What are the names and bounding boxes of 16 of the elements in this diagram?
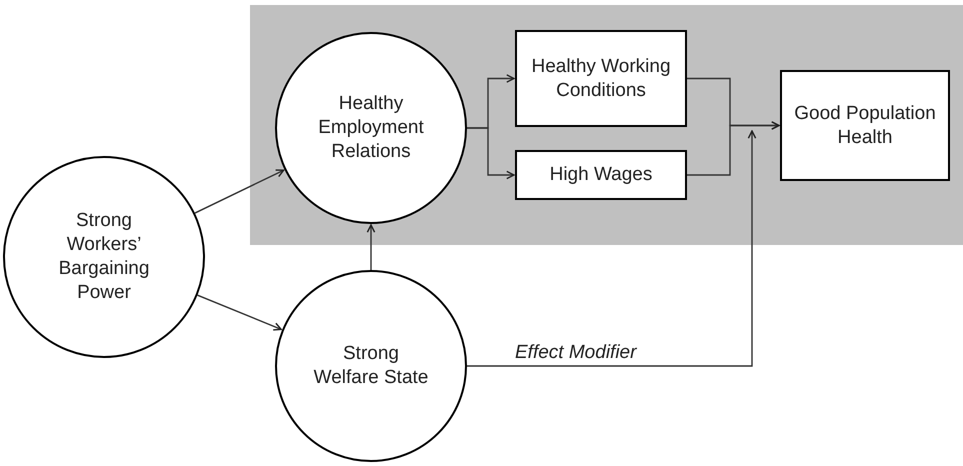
- process-box: [515, 30, 687, 127]
- node-label: Strong Welfare State: [312, 342, 430, 390]
- shaded-region: [250, 5, 963, 245]
- process-box: [515, 150, 687, 200]
- arrow: [687, 121, 780, 176]
- arrow: [467, 127, 515, 180]
- arrow: [197, 294, 282, 331]
- process-box: [780, 70, 950, 181]
- node-label: High Wages: [548, 163, 654, 187]
- arrow: [366, 224, 376, 270]
- node-label: Healthy Working Conditions: [530, 54, 672, 102]
- arrow: [194, 169, 284, 214]
- node-label: Good Population Health: [793, 102, 937, 150]
- node-label: Healthy Employment Relations: [317, 92, 425, 164]
- arrow: [467, 130, 756, 367]
- node-label: Strong Workers’ Bargaining Power: [58, 209, 150, 305]
